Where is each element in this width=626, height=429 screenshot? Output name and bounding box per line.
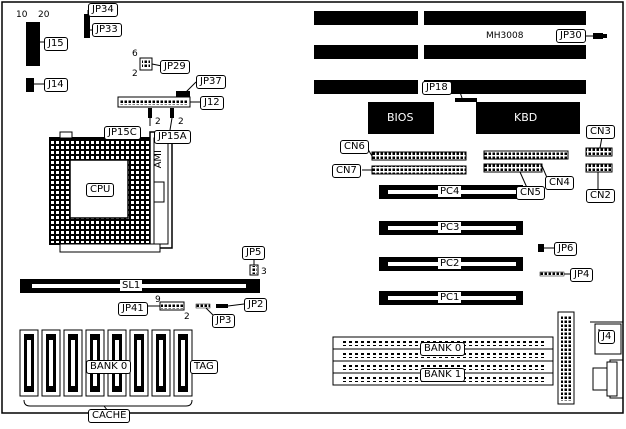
j15-label: J15	[44, 37, 68, 51]
cpu-label: CPU	[86, 183, 115, 197]
jp41-pin-top: 9	[155, 295, 161, 305]
cn2-label: CN2	[586, 189, 615, 203]
jp15c-label: JP15C	[104, 126, 141, 140]
simm-bank0-label: BANK 0	[420, 342, 466, 356]
jp3-label: JP3	[212, 314, 236, 328]
jp15a-pin: 2	[178, 117, 184, 127]
pc4-label: PC4	[438, 186, 462, 197]
cn2-cn3-headers	[585, 147, 613, 173]
isa-slots	[314, 11, 586, 94]
jp5-pin: 3	[261, 267, 267, 277]
power-connector	[557, 311, 575, 405]
cn3-label: CN3	[586, 125, 615, 139]
cn7-label: CN7	[332, 164, 361, 178]
cn4-cn5-headers	[483, 150, 569, 173]
j4-label: J4	[598, 330, 616, 344]
cache-bank0-label: BANK 0	[86, 360, 132, 374]
jp41-pin-bottom: 2	[184, 312, 190, 322]
jp2-header	[216, 304, 228, 308]
jp15a-label: JP15A	[154, 130, 191, 144]
jp15c-pin: 2	[155, 117, 161, 127]
j15-pin-right: 20	[38, 10, 50, 20]
kbd-chip	[476, 102, 580, 134]
jp6-label: JP6	[554, 242, 578, 256]
pc3-label: PC3	[438, 222, 462, 233]
jp34-label: JP34	[88, 3, 118, 17]
jp18-pins	[455, 98, 477, 102]
cache-label: CACHE	[88, 409, 131, 423]
port-connector	[592, 367, 608, 391]
model-label: MH3008	[486, 31, 524, 41]
jp4-header	[539, 271, 565, 277]
jp37-label: JP37	[196, 75, 226, 89]
j15-header	[26, 22, 40, 66]
cn4-label: CN4	[545, 176, 574, 190]
j12-label: J12	[200, 96, 224, 110]
bios-chip	[368, 102, 434, 134]
jp3-header	[195, 303, 211, 309]
jp29-label: JP29	[160, 60, 190, 74]
jp6-header	[538, 244, 544, 252]
cpu-socket	[49, 131, 173, 253]
jp29-pin-bottom: 2	[132, 69, 138, 79]
j14-label: J14	[44, 78, 68, 92]
sl1-label: SL1	[120, 280, 143, 291]
jp4-label: JP4	[570, 268, 594, 282]
pc1-label: PC1	[438, 292, 462, 303]
jp30-label: JP30	[556, 29, 586, 43]
kbd-label: KBD	[514, 111, 538, 124]
ami-label: AMI	[153, 150, 164, 169]
cn6-cn7-headers	[371, 151, 467, 175]
bios-label: BIOS	[387, 111, 414, 124]
jp30-header	[593, 33, 607, 39]
jp37-header	[176, 91, 190, 97]
jp5-label: JP5	[242, 246, 266, 260]
pc2-label: PC2	[438, 258, 462, 269]
jp15c-header	[148, 108, 152, 118]
cn6-label: CN6	[340, 140, 369, 154]
simm-bank1-label: BANK 1	[420, 368, 466, 382]
jp15a-header	[170, 108, 174, 118]
jp29-pin-top: 6	[132, 49, 138, 59]
board-outline	[1, 1, 624, 414]
jp33-jp34-headers	[84, 14, 90, 38]
jp18-label: JP18	[422, 81, 452, 95]
jp33-label: JP33	[92, 23, 122, 37]
j14-header	[26, 78, 34, 92]
jp41-label: JP41	[118, 302, 148, 316]
jp2-label: JP2	[244, 298, 268, 312]
j15-pin-left: 10	[16, 10, 28, 20]
cn5-label: CN5	[516, 186, 545, 200]
pci-slots	[379, 185, 523, 305]
tag-label: TAG	[190, 360, 218, 374]
